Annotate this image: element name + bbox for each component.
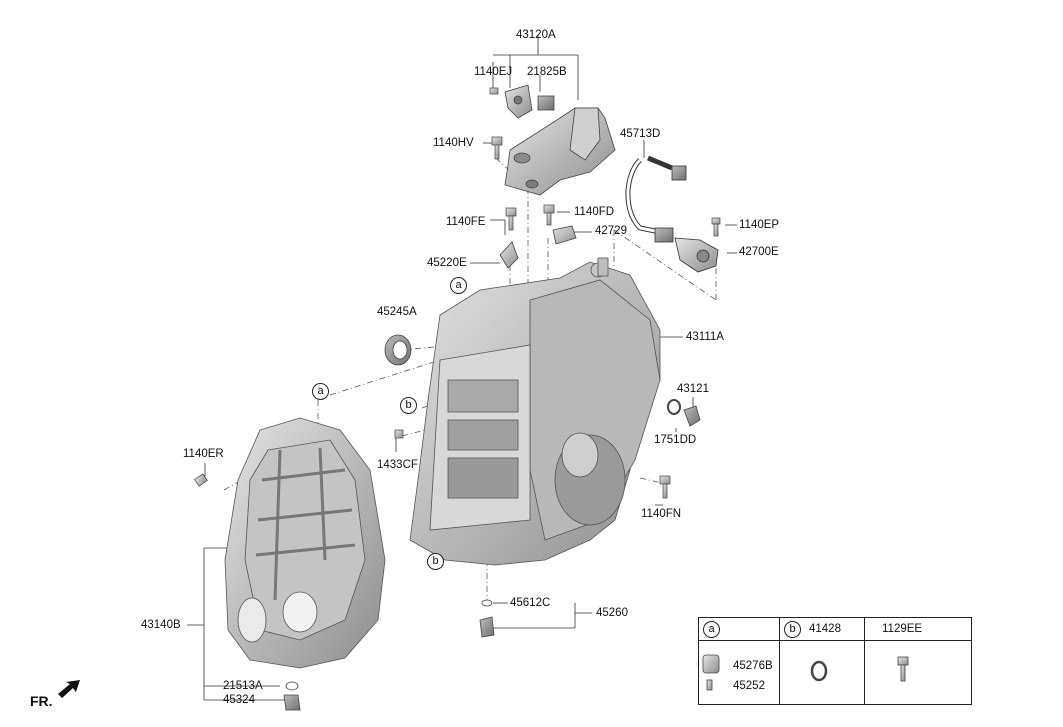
label-1140FD: 1140FD (574, 206, 615, 218)
legend-callout-a: a (703, 621, 720, 638)
callout-a-upper: a (450, 277, 467, 294)
legend-table: a b 41428 1129EE 45276B 45252 (698, 617, 972, 705)
callout-b-upper: b (400, 397, 417, 414)
front-arrow-icon (58, 680, 80, 698)
legend-part-1129EE: 1129EE (882, 623, 923, 635)
bracket-plate (504, 84, 533, 119)
label-21513A: 21513A (223, 680, 263, 692)
mount-bracket (504, 107, 616, 196)
label-45612C: 45612C (510, 597, 551, 609)
callout-a-lower: a (312, 383, 329, 400)
small-parts (283, 399, 701, 711)
bolts (194, 87, 721, 499)
legend-part-45252: 45252 (733, 680, 765, 692)
transmission-case (409, 257, 661, 566)
label-1433CF: 1433CF (377, 459, 418, 471)
callout-b-lower: b (427, 553, 444, 570)
oil-seal (384, 334, 412, 366)
label-43111A: 43111A (686, 331, 724, 343)
damper-block (537, 95, 555, 111)
label-43140B: 43140B (141, 619, 181, 631)
label-1140HV: 1140HV (433, 137, 474, 149)
legend-part-41428: 41428 (809, 623, 841, 635)
legend-divider (864, 618, 865, 704)
legend-part-45276B: 45276B (733, 660, 773, 672)
range-sensor-harness (625, 155, 719, 273)
legend-callout-b: b (784, 621, 801, 638)
label-43120A: 43120A (516, 29, 556, 41)
legend-divider (779, 618, 780, 704)
label-45713D: 45713D (620, 128, 661, 140)
label-21825B: 21825B (527, 66, 567, 78)
label-42700E: 42700E (739, 246, 779, 258)
label-1140EJ: 1140EJ (474, 66, 513, 78)
label-1140FN: 1140FN (641, 508, 682, 520)
legend-header-row (699, 618, 971, 641)
label-45324: 45324 (223, 694, 255, 706)
front-direction-label: FR. (30, 693, 53, 709)
label-1140EP: 1140EP (739, 219, 780, 231)
small-brackets (499, 225, 577, 269)
legend-icons (702, 654, 909, 691)
label-1751DD: 1751DD (654, 434, 697, 446)
label-1140FE: 1140FE (446, 216, 486, 228)
label-1140ER: 1140ER (183, 448, 224, 460)
label-45245A: 45245A (377, 306, 417, 318)
label-42729: 42729 (595, 225, 627, 237)
side-cover (224, 417, 386, 669)
label-43121: 43121 (677, 383, 709, 395)
label-45260: 45260 (596, 607, 628, 619)
label-45220E: 45220E (427, 257, 467, 269)
